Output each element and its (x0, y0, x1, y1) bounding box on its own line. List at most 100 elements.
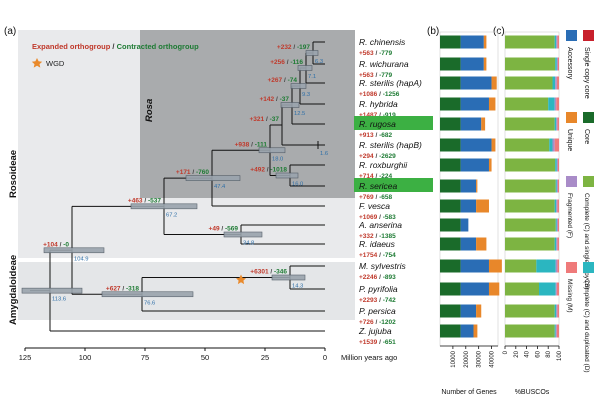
busco-bar-segment (505, 97, 549, 111)
species-expanded-value: +769 (359, 194, 374, 201)
legend-swatch-accessory (566, 30, 577, 41)
busco-bar-segment (556, 218, 558, 232)
species-expanded-value: +294 (359, 153, 374, 160)
species-name: R. hybrida (359, 99, 398, 109)
amygdaloideae-label: Amygdaloideae (8, 255, 19, 325)
busco-axis-label: %BUSCOs (515, 389, 550, 396)
species-change-label: +1754 / -754 (359, 252, 396, 259)
node-age-label: 47.4 (214, 184, 226, 190)
genes-bar-segment (440, 324, 461, 338)
species-highlight (354, 116, 433, 130)
node-expanded-value: +256 (270, 59, 285, 66)
node-expanded-value: +492 (250, 167, 265, 174)
node-age-label: 1.6 (320, 151, 328, 157)
node-slash: / (292, 44, 297, 51)
node-age-label: 7.1 (308, 74, 316, 80)
node-age-interval-bar (275, 172, 299, 179)
node-expanded-value: +627 (106, 285, 121, 292)
genes-bar-segment (488, 282, 500, 296)
genes-bar-segment (476, 237, 487, 251)
species-name: P. pyrifolia (359, 284, 398, 294)
node-age-label: 9.3 (302, 92, 310, 98)
node-age-label: 6.3 (315, 59, 323, 65)
busco-bar-segment (557, 237, 559, 251)
legend-swatch-complete-duplicated (583, 262, 594, 273)
species-contracted-value: -754 (383, 252, 396, 259)
wgd-legend-star-icon (31, 58, 43, 68)
genes-bar-segment (460, 35, 484, 49)
time-axis-tick-label: 0 (323, 353, 327, 362)
busco-bar-segment (555, 76, 557, 90)
rosa-label: Rosa (144, 99, 155, 122)
node-slash: / (121, 285, 126, 292)
busco-bar-segment (556, 304, 558, 318)
species-contracted-value: -583 (383, 214, 396, 221)
node-age-interval-bar (21, 287, 83, 294)
node-age-interval-bar (130, 203, 198, 210)
legend-swatch-complete-single (583, 176, 594, 187)
genes-axis-tick-label: 10000 (451, 350, 457, 367)
node-change-label: +171 / -760 (176, 169, 209, 176)
legend-swatch-core (583, 112, 594, 123)
wgd-legend-label: WGD (46, 59, 65, 68)
node-change-label: +256 / -116 (270, 59, 303, 66)
node-contracted-value: -760 (196, 169, 209, 176)
genes-bar-segment (440, 179, 461, 193)
genes-bar-segment (440, 218, 461, 232)
genes-bar-segment (460, 304, 477, 318)
node-contracted-value: -111 (255, 141, 268, 148)
busco-bar-segment (536, 259, 556, 273)
node-contracted-value: -318 (126, 285, 139, 292)
node-change-label: +232 / -197 (277, 44, 310, 51)
busco-bar-segment (505, 179, 556, 193)
species-expanded-value: +1086 (359, 91, 378, 98)
node-age-label: 104.9 (74, 256, 89, 262)
busco-axis-tick-label: 40 (525, 350, 531, 357)
species-slash: / (377, 91, 382, 98)
busco-bar-segment (556, 158, 558, 172)
busco-bar-segment (505, 218, 556, 232)
time-axis-tick-label: 100 (79, 353, 92, 362)
node-expanded-value: +267 (268, 77, 283, 84)
busco-bar-segment (556, 97, 559, 111)
busco-bar-segment (505, 324, 555, 338)
busco-bar-segment (505, 237, 555, 251)
genes-axis-tick-label: 40000 (490, 350, 496, 367)
node-age-interval-bar (223, 231, 263, 238)
species-slash: / (374, 233, 379, 240)
busco-bar-segment (556, 282, 559, 296)
legend-label-complete-single: Complete (C) and single-copy (S) (583, 193, 590, 289)
species-contracted-value: -742 (383, 297, 396, 304)
species-expanded-value: +563 (359, 72, 374, 79)
busco-bar-segment (557, 158, 559, 172)
panel-label-a: (a) (4, 26, 16, 37)
node-age-interval-bar (43, 247, 105, 254)
node-contracted-value: -116 (290, 59, 303, 66)
species-name: R. idaeus (359, 239, 396, 249)
node-expanded-value: +463 (128, 197, 143, 204)
legend-slash: / (110, 42, 116, 51)
busco-bar-segment (555, 179, 557, 193)
node-age-label: 16.0 (292, 182, 303, 188)
node-age-interval-bar (280, 102, 300, 108)
busco-bar-segment (548, 97, 555, 111)
species-slash: / (374, 72, 379, 79)
node-age-label: 76.6 (144, 300, 155, 306)
genes-bar-segment (476, 179, 478, 193)
species-name: R. sterilis (hapB) (359, 140, 422, 150)
node-change-label: +6301 / -346 (250, 269, 287, 276)
legend-label-missing: Missing (M) (566, 279, 573, 313)
node-slash: / (220, 226, 225, 233)
node-age-interval-bar (185, 175, 241, 181)
species-change-label: +332 / -1385 (359, 233, 396, 240)
genes-bar-segment (460, 324, 474, 338)
species-expanded-value: +714 (359, 173, 374, 180)
genes-bar-segment (460, 138, 492, 152)
node-slash: / (264, 116, 269, 123)
species-slash: / (374, 319, 379, 326)
species-expanded-value: +2293 (359, 297, 378, 304)
species-slash: / (377, 339, 382, 346)
species-name: R. sterilis (hapA) (359, 78, 422, 88)
